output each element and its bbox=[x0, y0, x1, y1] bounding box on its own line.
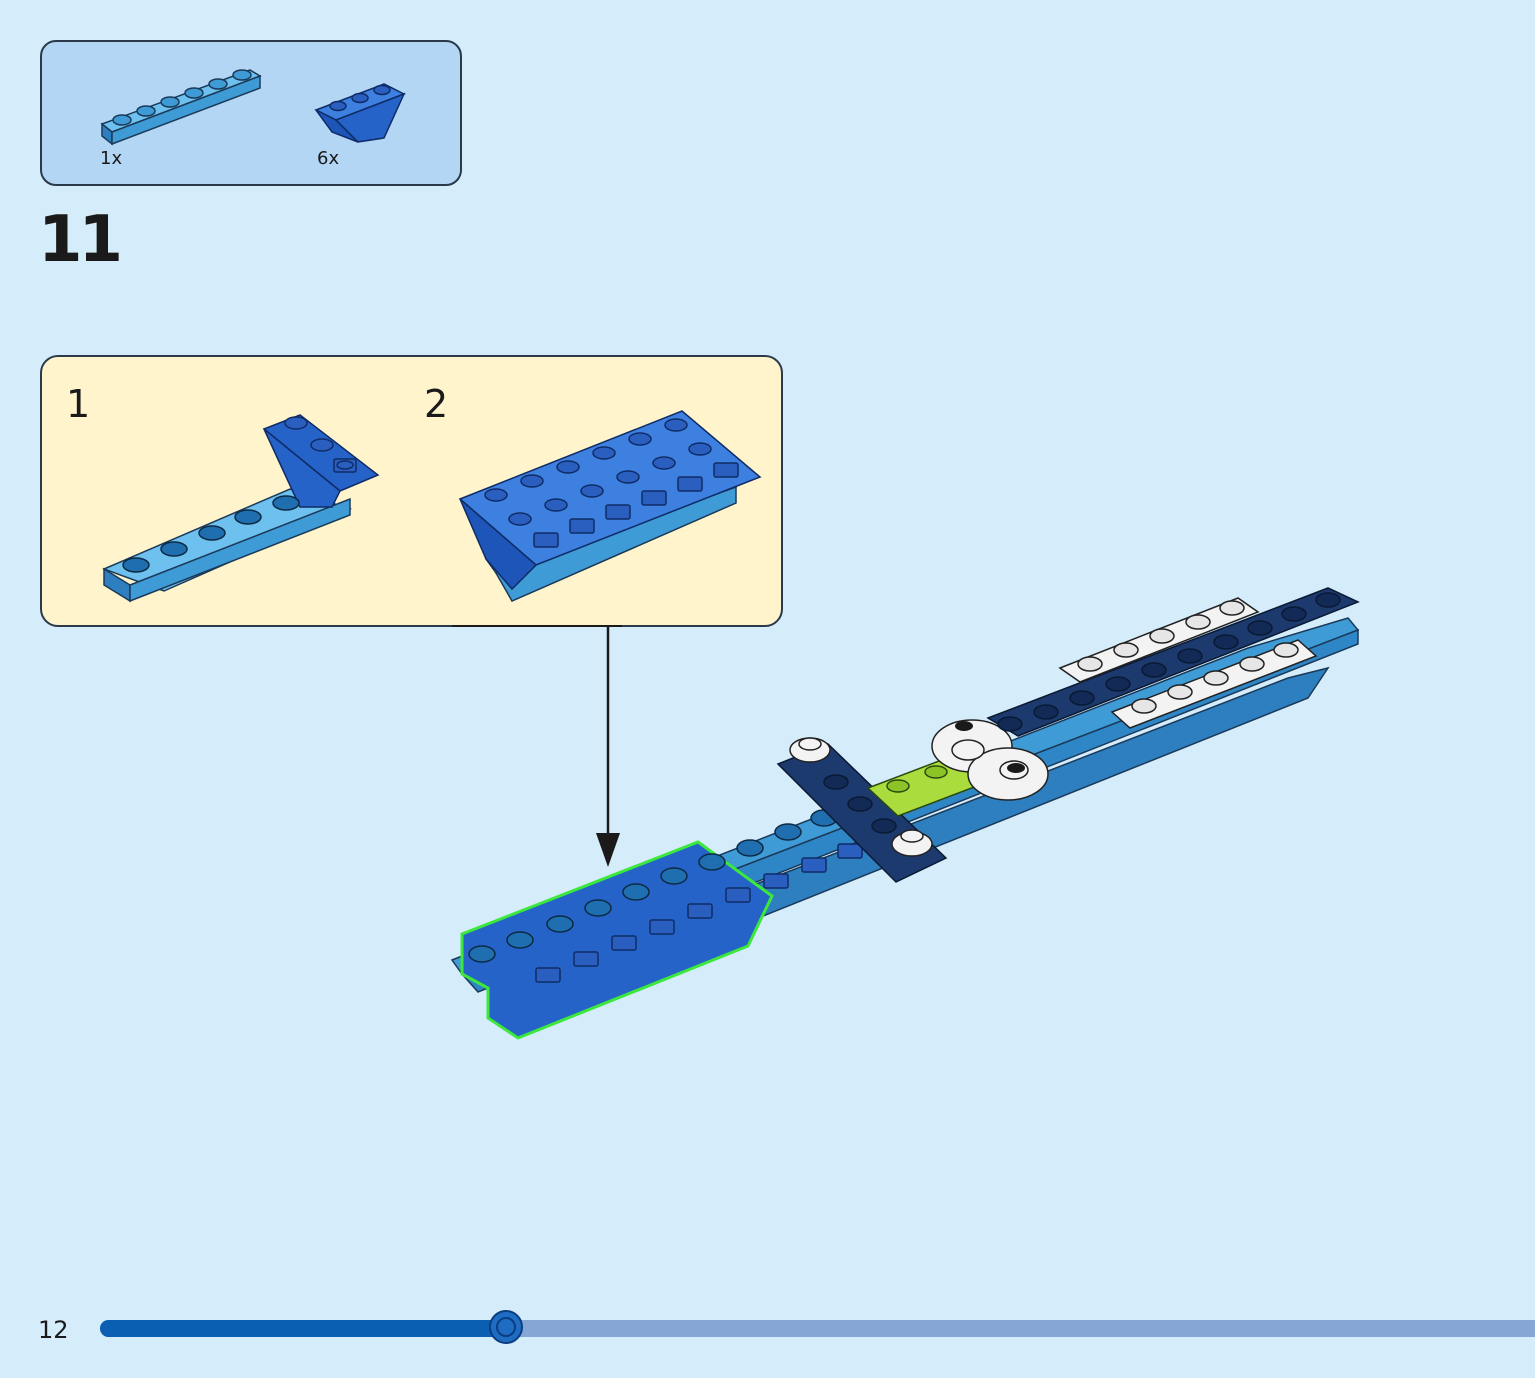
part-quantity-plate: 1x bbox=[100, 148, 123, 169]
subassembly-box: 1 2 bbox=[40, 355, 783, 627]
substep-1-illustration bbox=[101, 414, 380, 603]
main-model-illustration bbox=[450, 587, 1360, 1040]
parts-list-box: 1x 6x bbox=[40, 40, 462, 186]
step-number: 11 bbox=[38, 203, 123, 277]
callout-arrow bbox=[452, 625, 622, 867]
substep-2-illustration bbox=[458, 410, 762, 602]
progress-bar[interactable] bbox=[100, 1310, 1535, 1344]
part-quantity-slope: 6x bbox=[317, 148, 340, 169]
inverted-slope-icon bbox=[314, 83, 406, 143]
page-number: 12 bbox=[38, 1316, 69, 1344]
plate-1x6-icon bbox=[100, 69, 262, 146]
progress-handle[interactable] bbox=[489, 1310, 524, 1344]
substep-number-1: 1 bbox=[66, 382, 91, 426]
substep-number-2: 2 bbox=[424, 382, 449, 426]
progress-fill bbox=[100, 1320, 507, 1337]
